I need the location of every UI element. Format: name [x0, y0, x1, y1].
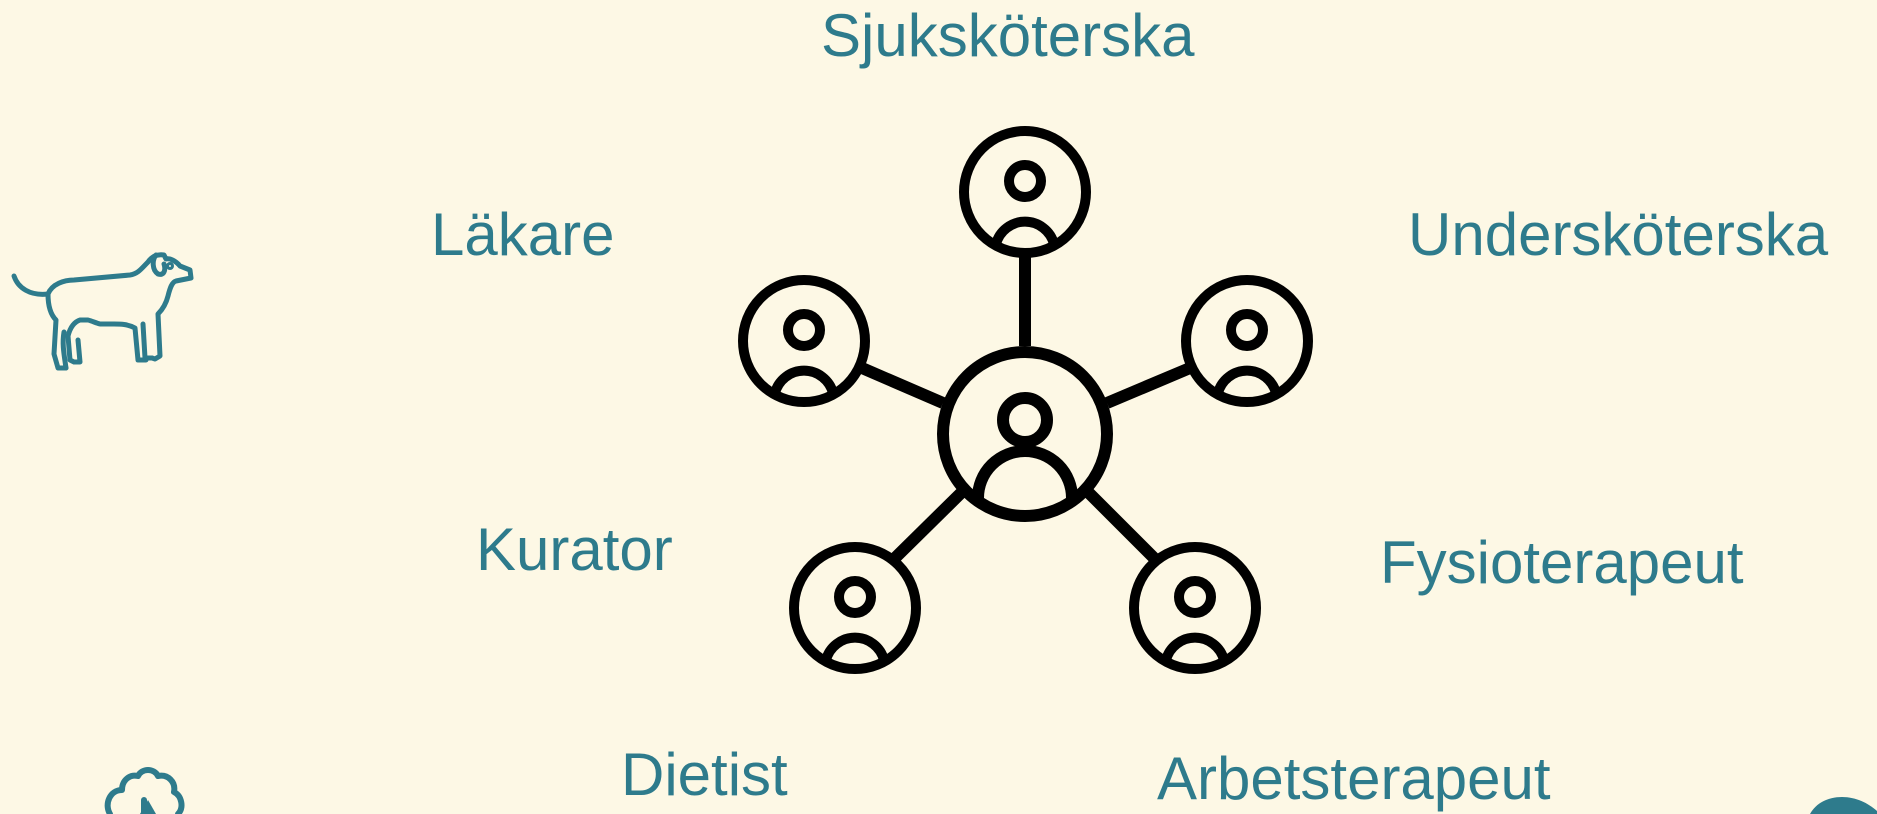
connector-line-lower-right	[1083, 487, 1161, 565]
role-label-fysioterapeut: Fysioterapeut	[1380, 529, 1744, 596]
person-icon-lower-right	[1129, 542, 1261, 674]
person-icon-top	[959, 126, 1091, 258]
corner-shape-icon	[1810, 797, 1877, 814]
role-label-kurator: Kurator	[476, 516, 673, 583]
connector-lines	[859, 254, 1193, 565]
center-person-icon	[937, 346, 1113, 522]
role-label-arbetsterapeut: Arbetsterapeut	[1157, 745, 1551, 812]
role-label-underskoterska: Undersköterska	[1408, 201, 1829, 268]
person-icon-lower-left	[789, 542, 921, 674]
connector-line-upper-right	[1104, 362, 1193, 409]
role-label-dietist: Dietist	[621, 741, 788, 808]
person-icon-upper-right	[1181, 275, 1313, 407]
role-label-sjukskoterska: Sjuksköterska	[821, 2, 1195, 69]
person-icon-upper-left	[738, 275, 870, 407]
role-label-lakare: Läkare	[431, 201, 615, 268]
dog-icon	[11, 252, 194, 371]
connector-line-upper-left	[859, 362, 946, 409]
plant-icon	[104, 767, 185, 814]
connector-line-lower-left	[888, 487, 967, 565]
